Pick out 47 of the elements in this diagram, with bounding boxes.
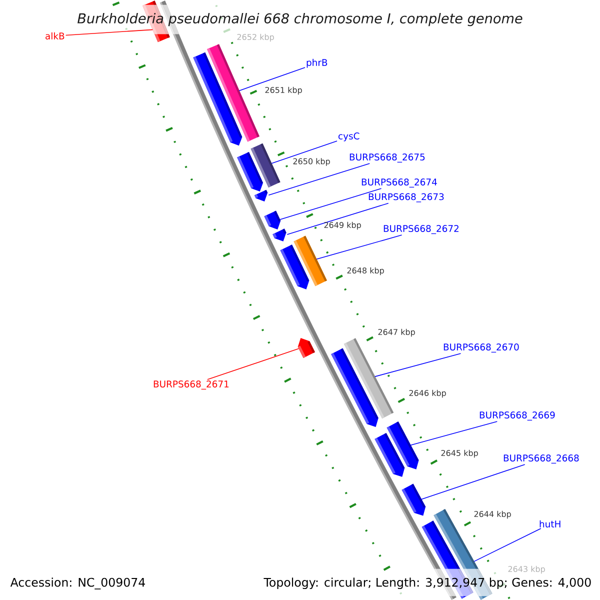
gene-block (237, 152, 264, 192)
leader-line (316, 234, 402, 260)
gene-block (264, 210, 281, 230)
leader-line (207, 348, 300, 380)
tick-label: 2644 kbp (474, 510, 511, 519)
gene-label: BURPS668_2675 (350, 154, 425, 163)
gene-block (374, 432, 405, 477)
leader-line (410, 421, 498, 446)
gene-block (193, 52, 242, 146)
tick-label: 2650 kbp (293, 158, 330, 166)
footer-text: Accession: NC_009074 (10, 578, 145, 590)
gene-block (254, 190, 268, 202)
leader-line (474, 528, 542, 562)
gene-label: alkB (46, 32, 64, 40)
tick-label: 2649 kbp (324, 222, 361, 230)
leader-line (280, 188, 382, 220)
footer-text: Topology: circular; Length: 3,912,947 bp; Genes: 4,000 (264, 578, 591, 590)
leader-line (421, 464, 526, 500)
gene-label: BURPS668_2671 (154, 380, 229, 390)
gene-label: cysC (338, 132, 360, 142)
gene-block (402, 484, 426, 516)
gene-label: BURPS668_2674 (362, 178, 437, 188)
leader-line (268, 163, 370, 196)
gene-label: BURPS668_2673 (368, 193, 444, 202)
gene-label: BURPS668_2668 (504, 454, 579, 464)
tick-label: 2646 kbp (409, 390, 446, 398)
tick-label: 2645 kbp (441, 450, 478, 458)
tick-label: 2648 kbp (347, 267, 384, 276)
leader-line (65, 29, 154, 36)
leader-line (374, 353, 462, 377)
leader-line (286, 202, 389, 235)
gene-label: BURPS668_2672 (384, 225, 458, 234)
leader-line (238, 67, 306, 92)
gene-block (298, 338, 315, 358)
gene-block (331, 348, 378, 427)
tick-label: 2652 kbp (237, 34, 274, 42)
tick-label: 2643 kbp (508, 566, 545, 574)
gene-label: BURPS668_2670 (444, 344, 519, 353)
title: Burkholderia pseudomallei 668 chromosome I, complete genome (78, 12, 522, 26)
tick-label: 2651 kbp (265, 86, 302, 95)
gene-block (280, 244, 310, 290)
gene-block (272, 228, 286, 242)
gene-label: hutH (540, 520, 560, 528)
leader-line (271, 140, 338, 164)
gene-label: BURPS668_2669 (480, 412, 555, 421)
tick-label: 2647 kbp (378, 328, 415, 337)
gene-label: phrB (306, 58, 328, 68)
